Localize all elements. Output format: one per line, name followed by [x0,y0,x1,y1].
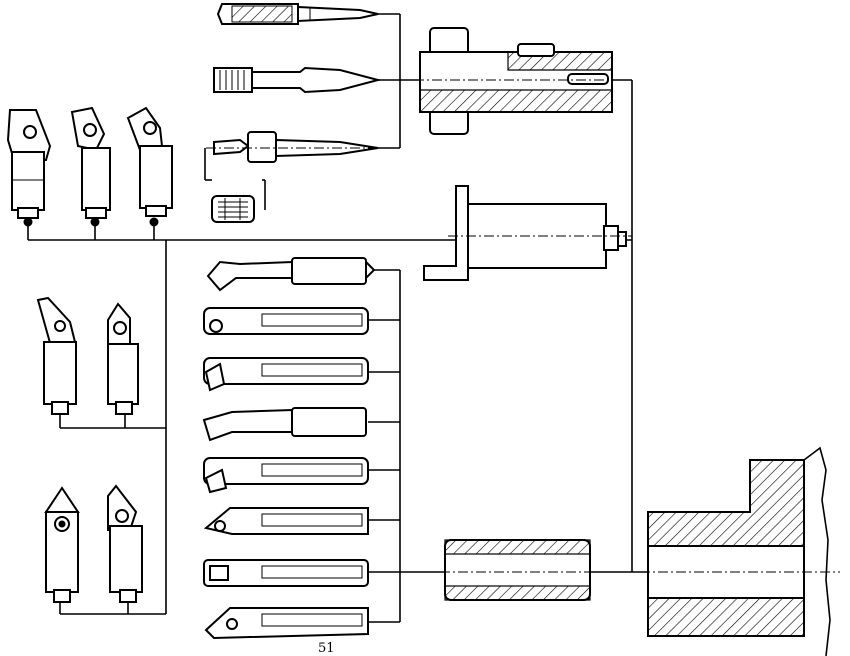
boring-bar-1 [206,257,376,292]
boring-bar-6 [203,507,369,535]
reducing-sleeve [440,539,596,601]
turning-holder-3 [126,106,173,227]
reamer-tool [213,66,382,94]
boring-bar-5 [203,457,369,494]
turning-holder-7 [107,484,143,603]
collet-insert [211,195,255,223]
turning-holder-1 [6,109,52,227]
turning-holder-6 [44,486,80,603]
turning-holder-2 [70,106,111,227]
boring-bar-7 [203,559,369,587]
extension-holder [423,185,632,281]
boring-bar-8 [204,607,369,640]
turning-holder-5 [107,302,139,415]
machine-spindle-nose [640,446,840,656]
spindle-adapter [414,27,613,135]
boring-bar-4 [202,407,367,442]
drill-tool [216,3,379,25]
turning-holder-4 [36,296,78,415]
boring-bar-3 [203,357,369,392]
boring-bar-2 [203,307,369,335]
connection-lines [27,13,648,623]
tap-chuck-tool [206,131,379,163]
figure-label: 51 [318,641,335,656]
